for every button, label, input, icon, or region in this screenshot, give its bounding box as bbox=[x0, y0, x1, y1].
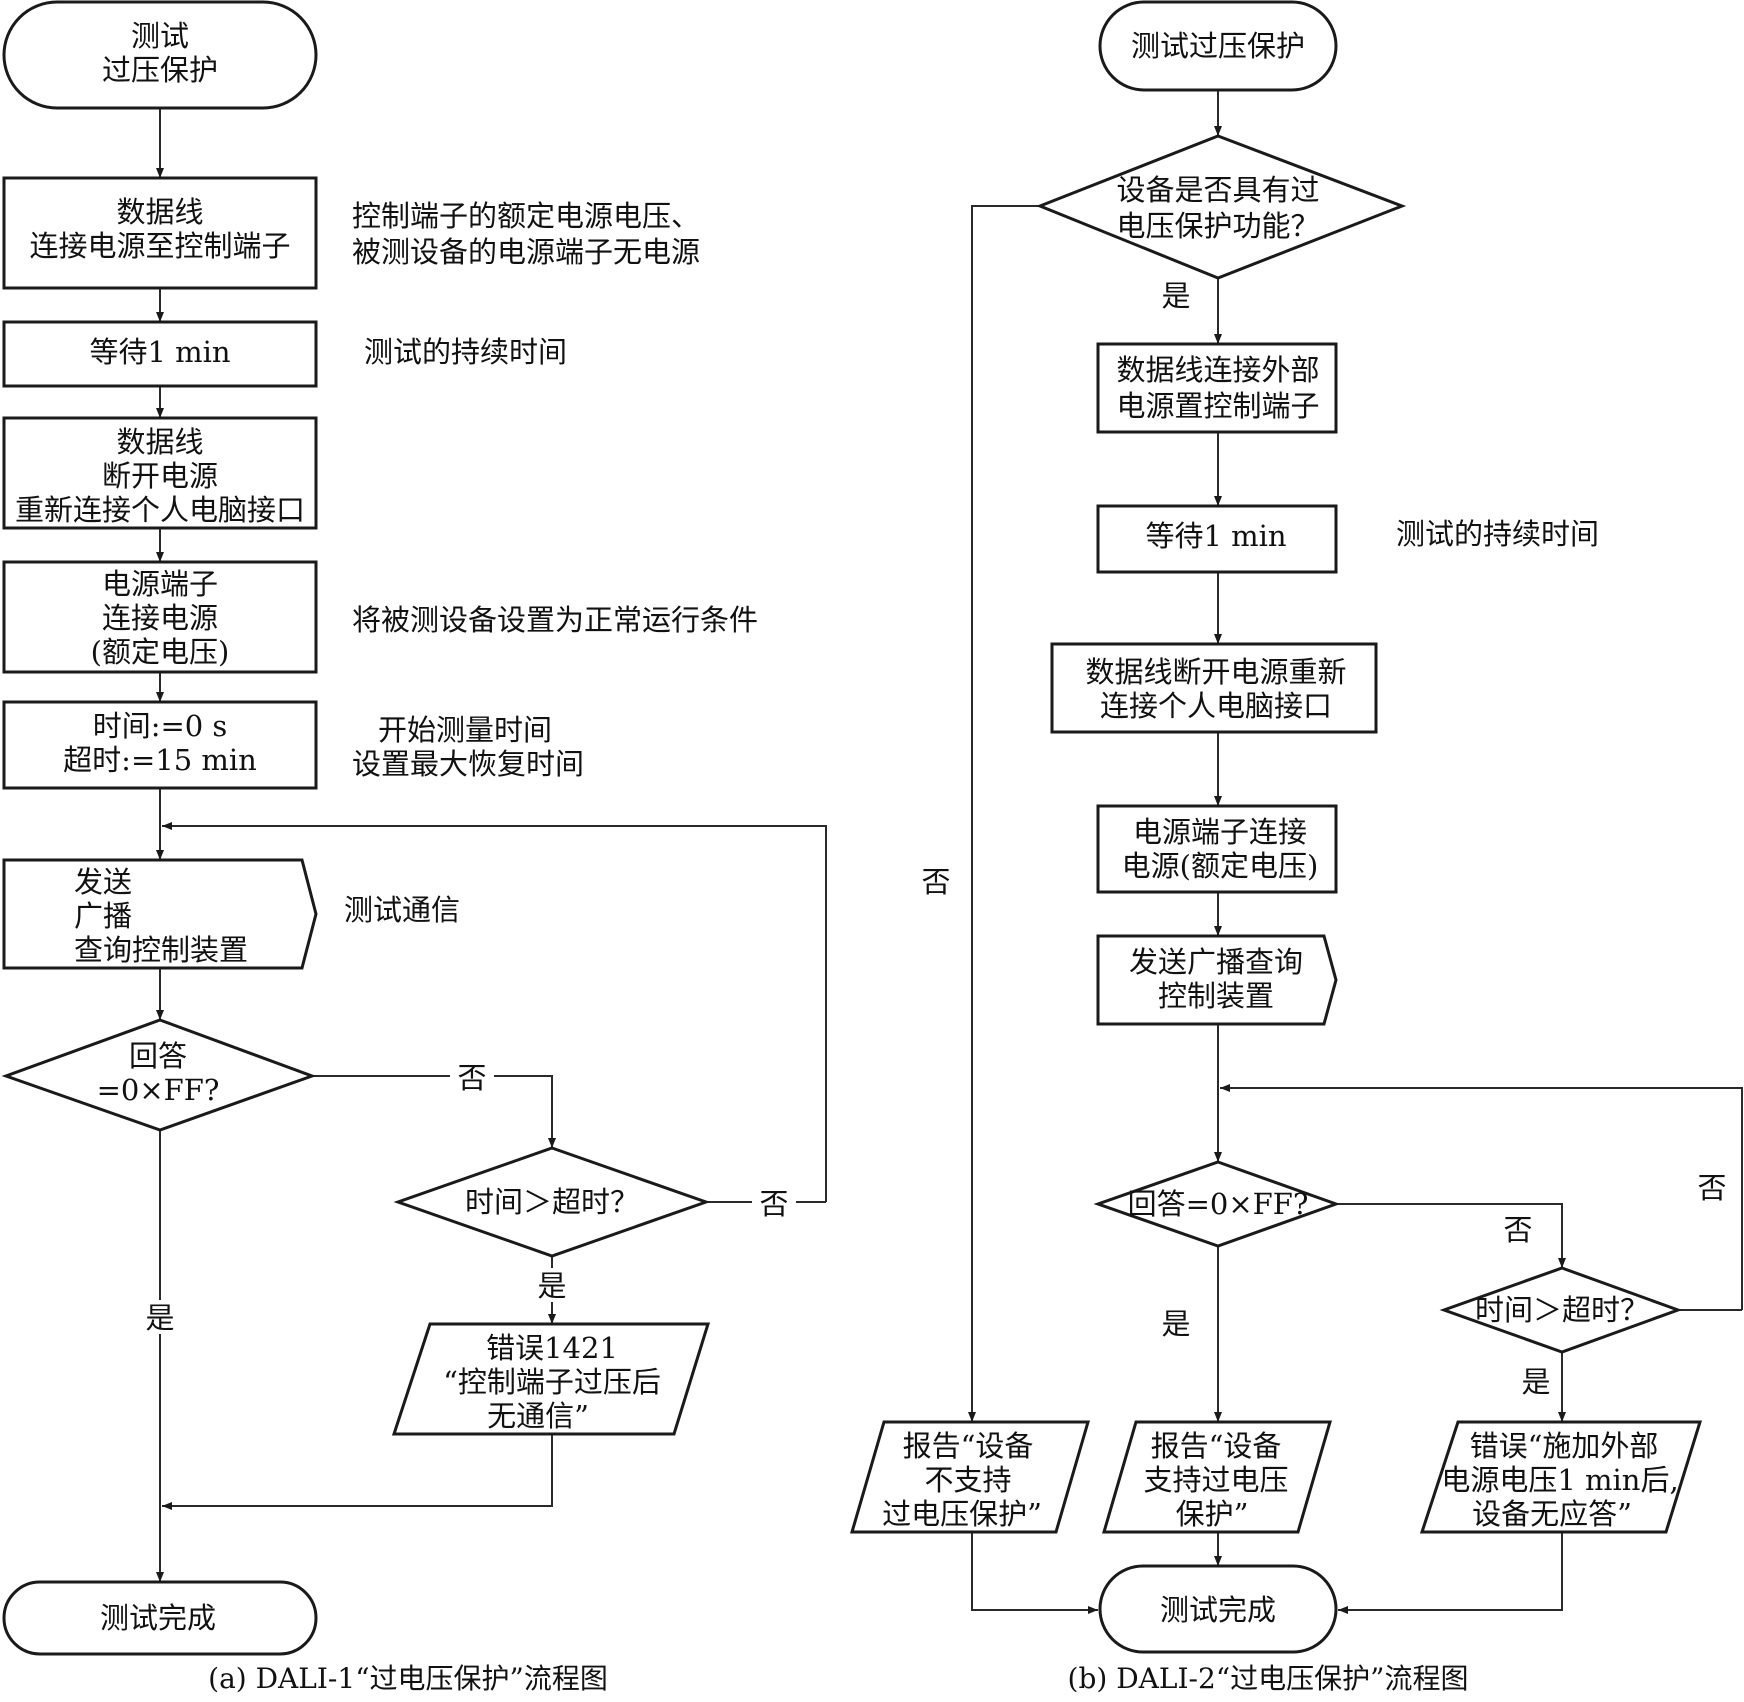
b-step-external-power-line1: 数据线连接外部 bbox=[1116, 353, 1319, 387]
b-step-external-power-line2: 电源置控制端子 bbox=[1116, 389, 1319, 423]
b-decision-timeout bbox=[1439, 1266, 1683, 1354]
b-step-external-power bbox=[1096, 342, 1338, 434]
b-decision-timeout-label: 时间＞超时？ bbox=[1475, 1293, 1649, 1327]
b-send-query bbox=[1096, 934, 1338, 1026]
a-error-line3: 无通信” bbox=[487, 1399, 589, 1433]
b-label-no-timeout: 否 bbox=[1697, 1171, 1726, 1205]
b-report-unsupported-line2: 不支持 bbox=[924, 1463, 1011, 1497]
b-error-line3: 设备无应答” bbox=[1472, 1497, 1632, 1531]
b-start-label: 测试过压保护 bbox=[1131, 29, 1305, 63]
a-step-wait bbox=[2, 320, 318, 388]
b-step-disconnect-line2: 连接个人电脑接口 bbox=[1100, 689, 1332, 723]
b-report-supported-line3: 保护” bbox=[1176, 1497, 1249, 1531]
b-caption: (b) DALI-2“过电压保护”流程图 bbox=[1068, 1662, 1469, 1695]
a-step-timer-line1: 时间:=0 s bbox=[93, 709, 228, 743]
a-note-start-time: 开始测量时间 bbox=[378, 713, 552, 747]
b-step-wait-label: 等待1 min bbox=[1145, 519, 1286, 553]
b-note-wait: 测试的持续时间 bbox=[1396, 517, 1599, 551]
a-decision-timeout bbox=[393, 1146, 711, 1258]
a-note-control-voltage-line2: 被测设备的电源端子无电源 bbox=[352, 235, 700, 269]
b-label-yes-answer: 是 bbox=[1161, 1307, 1190, 1341]
a-end-label: 测试完成 bbox=[100, 1601, 216, 1635]
a-note-normal-operation: 将被测设备设置为正常运行条件 bbox=[352, 603, 758, 637]
b-label-yes-support: 是 bbox=[1161, 279, 1190, 313]
a-send-query-line3: 查询控制装置 bbox=[74, 933, 248, 967]
b-label-yes-timeout: 是 bbox=[1521, 1365, 1550, 1399]
a-label-no-timeout: 否 bbox=[759, 1187, 788, 1221]
b-report-unsupported-line1: 报告“设备 bbox=[903, 1429, 1034, 1463]
b-send-query-line1: 发送广播查询 bbox=[1129, 945, 1303, 979]
b-end-label: 测试完成 bbox=[1160, 1593, 1276, 1627]
b-report-supported-line2: 支持过电压 bbox=[1143, 1463, 1288, 1497]
a-start-line2: 过压保护 bbox=[102, 53, 218, 87]
b-step-power-terminal-line2: 电源(额定电压) bbox=[1122, 849, 1319, 883]
a-decision-answer bbox=[1, 1018, 317, 1132]
b-report-supported bbox=[1102, 1420, 1332, 1534]
a-note-control-voltage-line1: 控制端子的额定电源电压、 bbox=[352, 199, 700, 233]
a-step-power-terminal bbox=[2, 560, 318, 674]
b-decision-answer-label: 回答=0×FF? bbox=[1128, 1187, 1309, 1221]
a-step-connect-power bbox=[2, 176, 318, 290]
figure-b-connectors bbox=[968, 90, 1743, 1614]
b-step-power-terminal-line1: 电源端子连接 bbox=[1133, 815, 1307, 849]
a-step-wait-label: 等待1 min bbox=[89, 335, 230, 369]
b-start-terminal bbox=[1098, 0, 1338, 92]
b-step-disconnect-line1: 数据线断开电源重新 bbox=[1085, 655, 1346, 689]
a-send-query bbox=[2, 858, 318, 970]
a-note-test-comm: 测试通信 bbox=[344, 893, 460, 927]
a-step-power-terminal-line1: 电源端子 bbox=[102, 567, 218, 601]
b-step-wait bbox=[1096, 504, 1338, 574]
b-label-no-answer: 否 bbox=[1503, 1213, 1532, 1247]
a-step-connect-power-line1: 数据线 bbox=[116, 195, 203, 229]
a-decision-answer-line1: 回答 bbox=[129, 1039, 187, 1073]
a-error-line2: “控制端子过压后 bbox=[443, 1365, 661, 1399]
b-label-no-support: 否 bbox=[921, 865, 950, 899]
a-step-power-terminal-line3: (额定电压) bbox=[91, 635, 230, 669]
b-report-supported-line1: 报告“设备 bbox=[1151, 1429, 1282, 1463]
a-label-no-answer: 否 bbox=[457, 1061, 486, 1095]
a-label-yes-answer: 是 bbox=[145, 1301, 174, 1335]
a-start-line1: 测试 bbox=[131, 19, 189, 53]
b-error-no-response bbox=[1419, 1420, 1703, 1534]
a-error-1421 bbox=[391, 1322, 711, 1436]
b-send-query-line2: 控制装置 bbox=[1158, 979, 1274, 1013]
figure-b: 测试过压保护 设备是否具有过 电压保护功能？ 数据线连接外部 电源置控制端子 等… bbox=[850, 0, 1743, 1695]
a-error-line1: 错误1421 bbox=[486, 1331, 618, 1365]
a-step-disconnect-line1: 数据线 bbox=[116, 425, 203, 459]
a-step-power-terminal-line2: 连接电源 bbox=[102, 601, 218, 635]
a-start-terminal bbox=[2, 0, 318, 110]
b-decision-support bbox=[1035, 134, 1407, 280]
a-step-disconnect bbox=[2, 416, 318, 530]
a-step-timer bbox=[2, 700, 318, 790]
b-end-terminal bbox=[1098, 1564, 1338, 1654]
a-step-disconnect-line2: 断开电源 bbox=[102, 459, 218, 493]
b-step-power-terminal bbox=[1096, 804, 1338, 894]
a-step-connect-power-line2: 连接电源至控制端子 bbox=[29, 229, 290, 263]
b-decision-support-line2: 电压保护功能？ bbox=[1116, 209, 1319, 243]
a-decision-timeout-label: 时间＞超时？ bbox=[465, 1185, 639, 1219]
a-send-query-line1: 发送 bbox=[74, 865, 132, 899]
b-step-disconnect bbox=[1050, 642, 1378, 734]
a-label-yes-timeout: 是 bbox=[537, 1269, 566, 1303]
figure-a: 测试 过压保护 数据线 连接电源至控制端子 控制端子的额定电源电压、 被测设备的… bbox=[1, 0, 827, 1695]
b-decision-support-line1: 设备是否具有过 bbox=[1116, 173, 1319, 207]
b-report-unsupported-line3: 过电压保护” bbox=[882, 1497, 1042, 1531]
a-note-max-recovery: 设置最大恢复时间 bbox=[352, 747, 584, 781]
b-decision-answer bbox=[1093, 1160, 1341, 1248]
a-note-wait: 测试的持续时间 bbox=[364, 335, 567, 369]
a-step-disconnect-line3: 重新连接个人电脑接口 bbox=[15, 493, 305, 527]
a-end-terminal bbox=[2, 1580, 318, 1656]
a-send-query-line2: 广播 bbox=[74, 899, 132, 933]
a-caption: (a) DALI-1“过电压保护”流程图 bbox=[208, 1662, 608, 1695]
b-error-line2: 电源电压1 min后, bbox=[1441, 1463, 1678, 1497]
a-step-timer-line2: 超时:=15 min bbox=[63, 743, 257, 777]
b-report-unsupported bbox=[850, 1420, 1090, 1534]
b-error-line1: 错误“施加外部 bbox=[1470, 1429, 1659, 1463]
a-decision-answer-line2: =0×FF? bbox=[97, 1073, 220, 1107]
